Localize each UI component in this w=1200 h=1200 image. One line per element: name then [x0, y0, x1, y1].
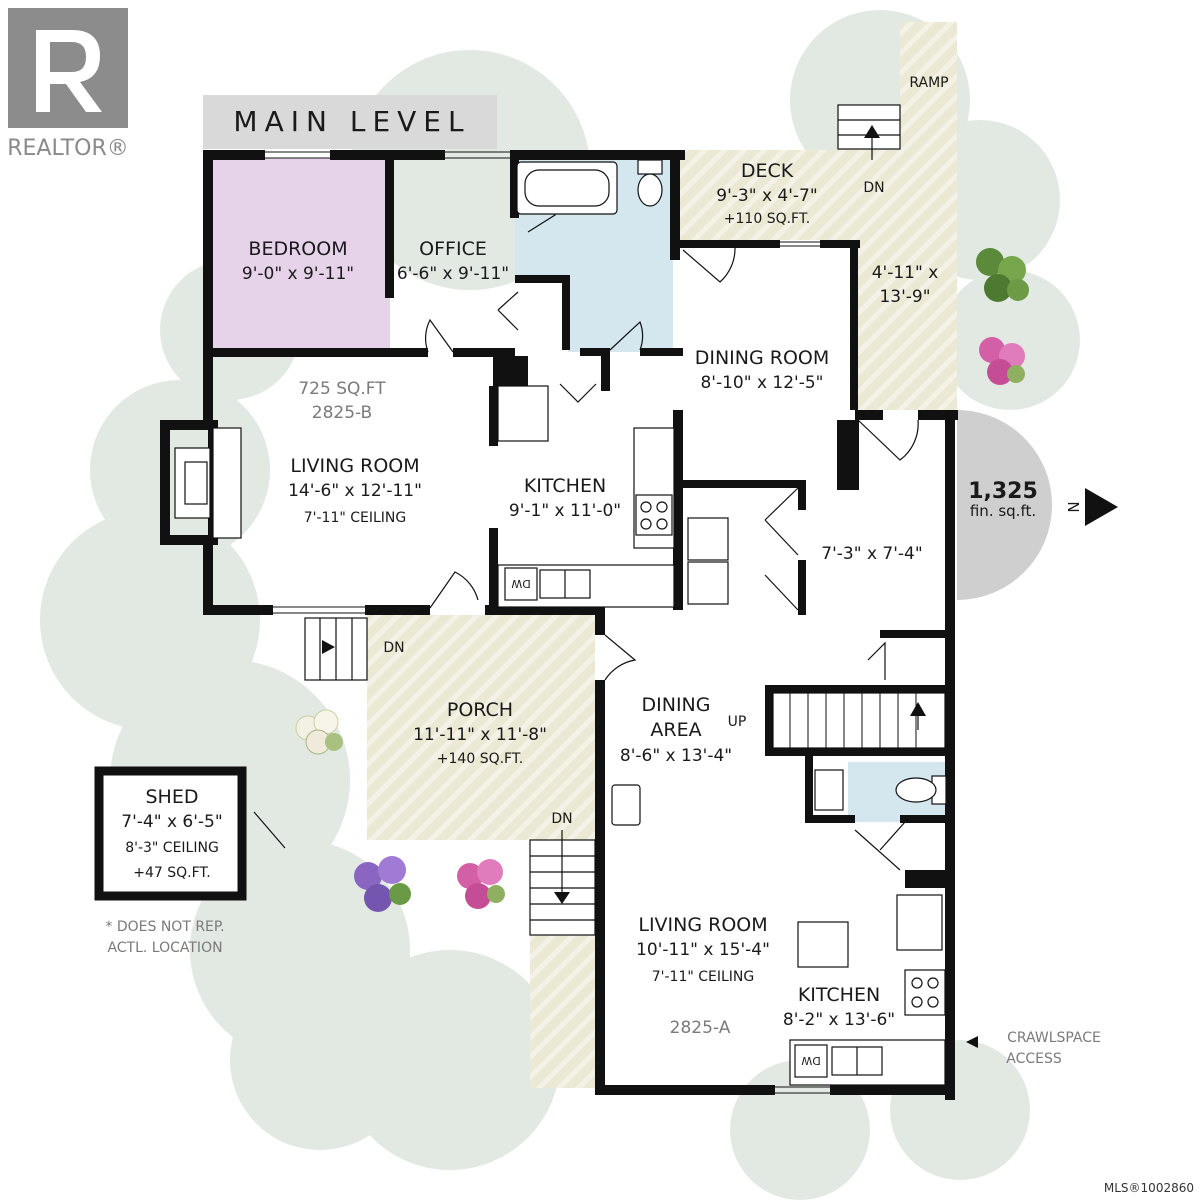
dw-a-label: DW — [801, 1054, 820, 1067]
shed — [94, 766, 247, 901]
pink-flower-plant-icon — [979, 337, 1025, 385]
office-dims: 6'-6" x 9'-11" — [397, 264, 509, 284]
ramp-down-arrow-icon — [864, 125, 880, 138]
dining-room-name: DINING ROOM — [695, 347, 830, 369]
washer-icon — [687, 517, 729, 561]
porch-bottom-dn: DN — [551, 811, 572, 827]
room-labels: BEDROOM 9'-0" x 9'-11" OFFICE 6'-6" x 9'… — [105, 75, 1101, 1067]
fridge-a-icon — [896, 894, 943, 951]
porch-top-dn-arrow-icon — [322, 640, 335, 654]
crawlspace-line-2: ACCESS — [1006, 1051, 1062, 1067]
bedroom-name: BEDROOM — [248, 238, 347, 260]
ramp-dims-1: 4'-11" x — [872, 263, 939, 283]
white-flower-plant-icon — [295, 709, 343, 755]
ramp-dims-2: 13'-9" — [879, 287, 930, 307]
living-room-a-dims: 10'-11" x 15'-4" — [636, 940, 770, 960]
porch-area — [367, 615, 595, 840]
walkway — [530, 935, 595, 1088]
crawlspace-arrow-icon — [966, 1036, 978, 1048]
total-area-unit: fin. sq.ft. — [970, 502, 1036, 520]
stairs-up-label: UP — [728, 714, 747, 730]
island-icon — [797, 921, 849, 968]
realtor-r-logo-icon — [8, 8, 128, 128]
living-room-a-ceiling: 7'-11" CEILING — [652, 969, 755, 985]
north-label: N — [1064, 501, 1082, 512]
shed-ceiling: 8'-3" CEILING — [125, 840, 219, 856]
realtor-logo-text: REALTOR® — [7, 136, 129, 161]
deck-area: +110 SQ.FT. — [724, 211, 810, 227]
bedroom-dims: 9'-0" x 9'-11" — [242, 264, 354, 284]
dishwasher-b-icon — [504, 567, 538, 601]
interior-stairs — [772, 692, 946, 749]
realtor-r-glyph — [36, 30, 102, 112]
mls-number: MLS®1002860 — [1104, 1181, 1194, 1195]
living-room-b-dims: 14'-6" x 12'-11" — [288, 481, 422, 501]
ramp-dn: DN — [863, 180, 884, 196]
bedroom-fill — [212, 158, 390, 348]
toilet-b-icon — [637, 159, 663, 175]
living-room-b-name: LIVING ROOM — [290, 455, 419, 477]
dining-room-dims: 8'-10" x 12'-5" — [700, 373, 823, 393]
dw-b-label: DW — [511, 577, 530, 590]
title-band: MAIN LEVEL — [203, 95, 497, 149]
deck-dims: 9'-3" x 4'-7" — [716, 186, 817, 206]
windows — [204, 151, 954, 1094]
porch-top-dn: DN — [383, 640, 404, 656]
unit-b-number: 2825-B — [312, 403, 372, 423]
walls — [160, 150, 958, 1100]
dryer-icon — [687, 561, 729, 605]
deck-area — [680, 22, 957, 410]
doors — [253, 199, 919, 871]
shed-area: +47 SQ.FT. — [133, 865, 211, 881]
living-room-b-ceiling: 7'-11" CEILING — [304, 510, 407, 526]
unit-b-area: 725 SQ.FT — [298, 379, 386, 399]
porch-bottom-dn-arrow-icon — [554, 892, 570, 904]
shed-dims: 7'-4" x 6'-5" — [121, 812, 222, 832]
porch-dims: 11'-11" x 11'-8" — [413, 725, 547, 745]
realtor-logo[interactable]: REALTOR® — [7, 8, 129, 161]
stove-a-icon — [904, 969, 946, 1016]
shed-note-1: * DOES NOT REP. — [105, 919, 224, 935]
kitchen-b-dims: 9'-1" x 11'-0" — [509, 501, 621, 521]
crawlspace-line-1: CRAWLSPACE — [1007, 1030, 1101, 1046]
plants — [295, 248, 1029, 912]
stairs-up-arrow-icon — [910, 702, 926, 716]
dishwasher-a-icon — [794, 1044, 828, 1078]
office-name: OFFICE — [419, 238, 487, 260]
dining-area-name-1: DINING — [642, 694, 711, 716]
deck-stairs — [837, 104, 901, 150]
deck-name: DECK — [741, 160, 794, 182]
north-arrow-icon — [1085, 488, 1118, 526]
vanity-a-icon — [814, 769, 844, 811]
bath-room-dims: 7'-3" x 7'-4" — [821, 544, 922, 564]
shed-note-2: ACTL. LOCATION — [107, 940, 222, 956]
living-room-a-name: LIVING ROOM — [638, 914, 767, 936]
fridge-b-icon — [497, 385, 549, 442]
fixtures — [174, 159, 947, 1086]
pink-flower-plant-2-icon — [457, 859, 505, 909]
porch-steps-top — [304, 617, 368, 681]
stair-treads — [789, 693, 917, 748]
kitchen-a-name: KITCHEN — [798, 984, 880, 1006]
page-title: MAIN LEVEL — [233, 105, 470, 138]
purple-flower-plant-icon — [354, 856, 411, 912]
stove-pipe-icon — [611, 784, 641, 826]
dining-area-name-2: AREA — [650, 719, 701, 741]
total-area-value: 1,325 — [968, 479, 1038, 504]
kitchen-b-name: KITCHEN — [524, 475, 606, 497]
area-compass: 1,325 fin. sq.ft. N — [957, 410, 1118, 600]
kitchen-a-dims: 8'-2" x 13'-6" — [783, 1010, 895, 1030]
porch-area: +140 SQ.FT. — [437, 751, 523, 767]
porch-name: PORCH — [447, 699, 513, 721]
tree-plant-icon — [976, 248, 1029, 302]
outdoor-areas — [304, 22, 957, 1088]
ramp-name: RAMP — [909, 75, 948, 91]
dining-area-dims: 8'-6" x 13'-4" — [620, 746, 732, 766]
hearth — [212, 427, 242, 539]
stove-b-icon — [635, 494, 673, 536]
unit-a-number: 2825-A — [670, 1018, 731, 1038]
shed-name: SHED — [146, 786, 199, 808]
